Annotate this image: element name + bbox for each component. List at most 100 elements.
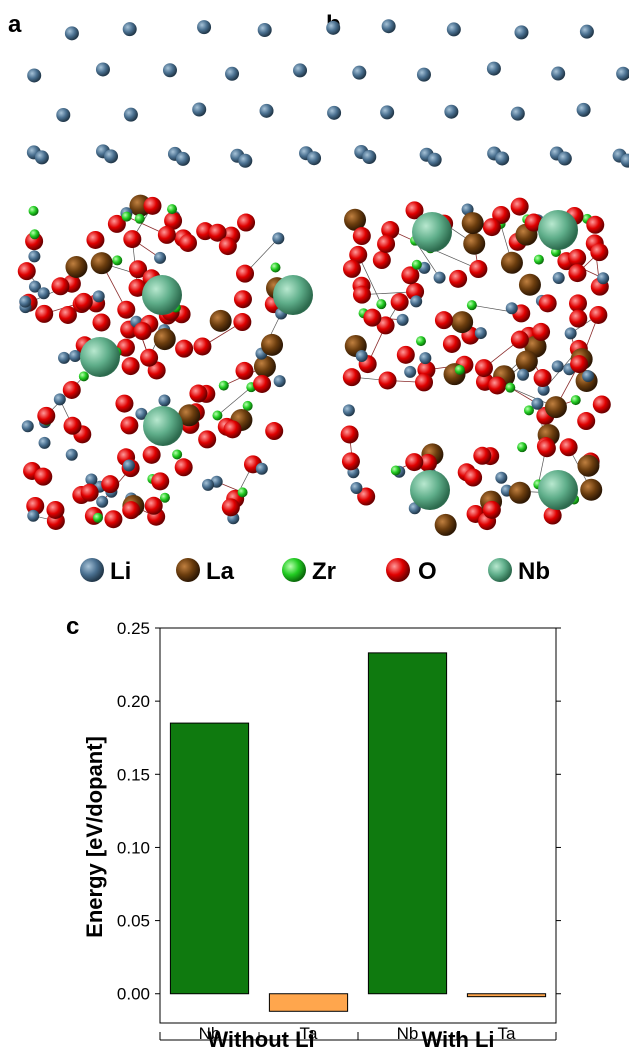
atom — [122, 501, 141, 520]
atom — [28, 250, 41, 263]
y-axis-label: Energy [eV/dopant] — [82, 736, 107, 938]
atom — [342, 259, 361, 278]
li-atom-icon — [80, 558, 104, 582]
bar-ta-1 — [268, 993, 349, 1012]
atom — [153, 328, 176, 351]
structure-with-li — [340, 19, 629, 536]
atom — [21, 420, 34, 433]
panel-a-label: a — [8, 11, 22, 38]
panel-c-label: c — [66, 613, 79, 640]
atom — [570, 395, 581, 406]
li-atom — [64, 26, 79, 41]
atom — [344, 208, 367, 231]
li-atom — [95, 62, 110, 77]
atom — [473, 446, 492, 465]
atom — [390, 293, 409, 312]
y-tick-label: 0.05 — [117, 912, 150, 931]
li-atom — [416, 67, 431, 82]
atom — [449, 269, 468, 288]
legend-item-zr: Zr — [282, 558, 336, 585]
li-atom — [162, 63, 177, 78]
atom — [537, 439, 556, 458]
atom — [86, 230, 105, 249]
nb-atom-icon — [488, 558, 512, 582]
li-atom — [34, 150, 49, 165]
atom — [74, 292, 93, 311]
atom — [518, 273, 541, 296]
atom — [178, 404, 201, 427]
atom — [92, 512, 103, 523]
atom — [564, 327, 577, 340]
atom — [533, 369, 552, 388]
atom — [235, 361, 254, 380]
atom — [154, 251, 167, 264]
atom — [117, 300, 136, 319]
atom — [17, 262, 36, 281]
li-atom — [514, 25, 529, 40]
atom — [482, 500, 501, 519]
atom — [531, 397, 544, 410]
nb-dopant-atom — [410, 470, 450, 510]
atom — [341, 452, 360, 471]
atom — [212, 410, 223, 421]
atom — [434, 311, 453, 330]
li-atom — [293, 63, 308, 78]
atom — [474, 327, 487, 340]
atom — [142, 445, 161, 464]
atom — [65, 448, 78, 461]
atom — [123, 230, 142, 249]
legend-item-nb: Nb — [488, 558, 550, 585]
y-tick-label: 0.25 — [117, 619, 150, 638]
atom — [419, 352, 432, 365]
atom — [415, 373, 434, 392]
atom — [419, 453, 438, 472]
legend-label-nb: Nb — [518, 558, 550, 585]
atom — [533, 254, 544, 265]
atom — [355, 350, 368, 363]
li-atom — [620, 153, 629, 168]
li-atom — [122, 22, 137, 37]
atom — [122, 459, 135, 472]
atom — [515, 350, 538, 373]
atom — [112, 255, 123, 266]
atom — [96, 495, 109, 508]
atom — [377, 234, 396, 253]
y-tick-label: 0.00 — [117, 985, 150, 1004]
atom — [92, 290, 105, 303]
atom — [592, 395, 611, 414]
atom — [405, 453, 424, 472]
atom — [35, 304, 54, 323]
atom — [172, 449, 183, 460]
atom — [517, 442, 528, 453]
atom — [582, 370, 595, 383]
atom — [505, 302, 518, 315]
li-atom — [326, 20, 341, 35]
plot-frame — [159, 627, 557, 1024]
atom — [532, 322, 551, 341]
atom — [378, 371, 397, 390]
atom — [270, 262, 281, 273]
atom — [28, 205, 39, 216]
la-atom-icon — [176, 558, 200, 582]
atom — [80, 483, 99, 502]
atom — [128, 278, 147, 297]
li-atom — [238, 153, 253, 168]
bar-nb-2 — [367, 652, 448, 995]
li-atom — [427, 152, 442, 167]
li-atom — [444, 104, 459, 119]
li-atom — [446, 22, 461, 37]
atom — [381, 221, 400, 240]
atom — [233, 313, 252, 332]
nb-dopant-atom — [142, 275, 182, 315]
atom — [376, 299, 387, 310]
atom — [543, 506, 562, 525]
atom — [46, 500, 65, 519]
li-atom — [579, 24, 594, 39]
atom — [38, 436, 51, 449]
atom — [58, 351, 71, 364]
atom — [376, 316, 395, 335]
atom — [461, 212, 484, 235]
atom — [340, 425, 359, 444]
nb-dopant-atom — [412, 212, 452, 252]
atom — [544, 396, 567, 419]
